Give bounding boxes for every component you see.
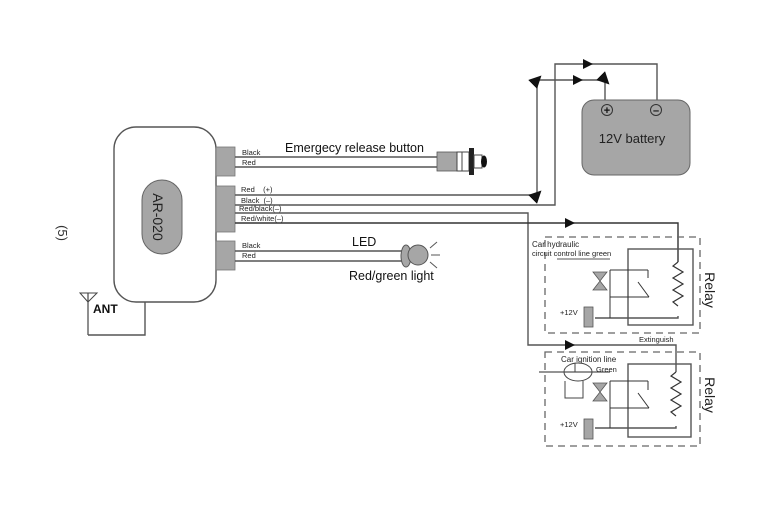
wire-label-red-emergency: Red [242, 158, 256, 167]
led-lamp-icon [400, 241, 440, 269]
battery-positive-icon: + [604, 105, 610, 117]
module-name: AR-020 [150, 193, 166, 241]
battery-label: 12V battery [599, 131, 666, 146]
ignition-supply-label: +12V [560, 420, 578, 429]
battery-negative-icon: – [653, 105, 659, 117]
led-label: LED [352, 235, 376, 249]
battery: + – 12V battery [581, 99, 691, 176]
antenna-icon [78, 292, 146, 336]
wire-label-red-black: Red/black(–) [239, 204, 282, 213]
connector-led [215, 240, 236, 271]
relay-ignition [539, 351, 701, 447]
wire-label-black-minus: Black (–) [241, 196, 273, 205]
emergency-button-label: Emergecy release button [285, 141, 424, 155]
ignition-line-label: Car ignition line [561, 355, 617, 364]
push-button-icon [436, 148, 487, 175]
connector-emergency [215, 146, 236, 177]
hydraulic-line-sublabel: circuit control line green [532, 249, 611, 258]
wire-label-red-led: Red [242, 251, 256, 260]
ignition-line-sublabel: Green [596, 365, 617, 374]
figure-label: (5) [55, 225, 70, 241]
antenna-label: ANT [93, 302, 118, 316]
relay-title-1: Relay [702, 272, 718, 308]
relay-title-2: Relay [702, 377, 718, 413]
hydraulic-line-label: Car hydraulic [532, 240, 579, 249]
relay-hydraulic [544, 236, 701, 334]
wire-label-red-plus: Red (+) [241, 185, 273, 194]
extinguish-label: Extinguish [639, 335, 674, 344]
wire-label-red-white: Red/white(–) [241, 214, 284, 223]
led-sublabel: Red/green light [349, 269, 434, 283]
connector-power [215, 185, 236, 233]
wire-label-black-led: Black [242, 241, 261, 250]
hydraulic-supply-label: +12V [560, 308, 578, 317]
wire-label-black-emergency: Black [242, 148, 261, 157]
ar-020-module: AR-020 [113, 126, 217, 303]
